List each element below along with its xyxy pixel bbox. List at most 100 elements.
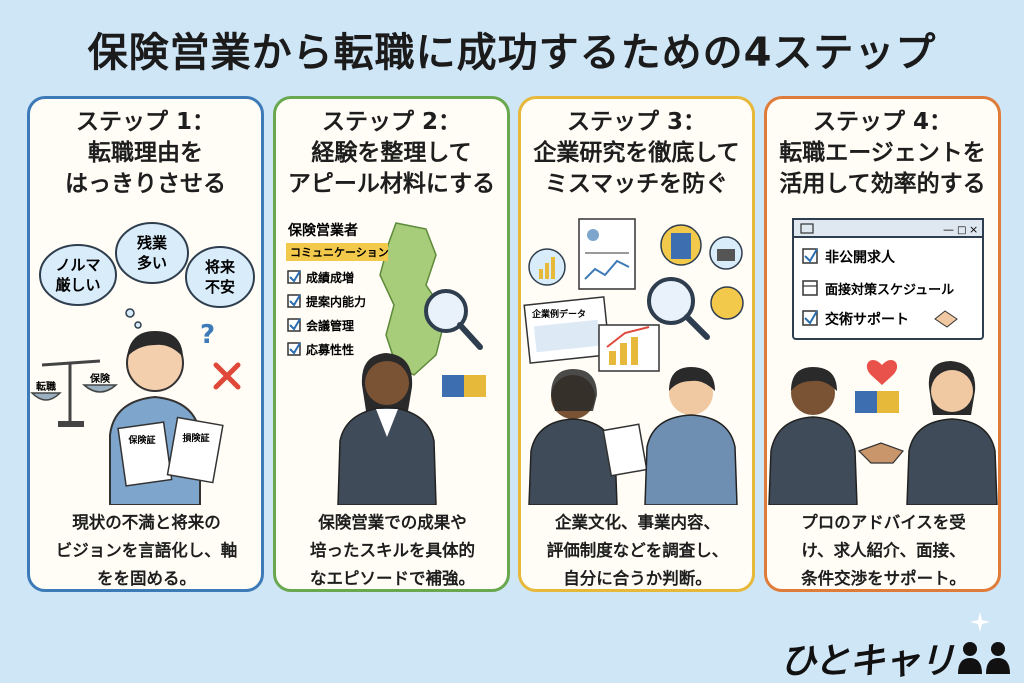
report-document-icon [578, 218, 636, 290]
step-1-desc-line1: 現状の不満と将来の [72, 513, 221, 532]
step-3-desc-line1: 企業文化、事業内容、 [555, 513, 720, 532]
paper-label-1: 保険証 [127, 434, 155, 446]
step-1-title-line1: 転職理由を [88, 140, 203, 166]
step-4-description: プロのアドバイスを受 け、求人紹介、面接、 条件交渉をサポート。 [775, 509, 992, 593]
check-list: 成績成増 提案内能力 会議管理 応募性性 [287, 270, 366, 357]
scale-label-change: 転職 [36, 380, 56, 393]
building-icon [660, 224, 702, 266]
puzzle-icon [442, 375, 486, 397]
calendar-icon [802, 280, 818, 296]
document-icon: 保険証 [117, 421, 173, 487]
question-mark-icon: ? [200, 320, 215, 350]
step-3-desc-line2: 評価制度などを調査し、 [546, 541, 729, 560]
step-4-desc-line3: 条件交渉をサポート。 [801, 569, 966, 588]
page-title: 保険営業から転職に成功するための4ステップ [87, 30, 937, 76]
step-1-heading: ステップ 1： 転職理由を はっきりさせる [30, 107, 261, 200]
step-card-4: ステップ 4： 転職エージェントを 活用して効率的する — □ × 非公開求人 … [764, 96, 1001, 592]
cloud-text-future-2: 不安 [205, 278, 235, 296]
company-data-document-icon: 企業例データ [523, 296, 611, 364]
businesswoman-icon [906, 361, 998, 505]
bar-chart-icon [528, 248, 566, 286]
step-2-description: 保険営業での成果や 培ったスキルを具体的 なエピソードで補強。 [284, 509, 501, 593]
step-1-title-line2: はっきりさせる [65, 171, 226, 197]
balance-scale-icon: 転職 保険 [30, 359, 118, 427]
step-4-label: ステップ 4： [812, 109, 952, 135]
cloud-text-quota-2: 厳しい [55, 276, 100, 294]
growth-chart-icon [598, 324, 660, 372]
checkbox-icon [802, 310, 818, 326]
window-item-interview-schedule: 面接対策スケジュール [825, 282, 954, 298]
businessman-icon [768, 367, 858, 505]
window-item-private-jobs: 非公開求人 [825, 249, 896, 266]
magnifier-icon [647, 277, 710, 340]
step-4-illustration: — □ × 非公開求人 面接対策スケジュール 交術サポート [768, 218, 998, 505]
handshake-icon [934, 310, 958, 328]
step-4-desc-line1: プロのアドバイスを受 [801, 513, 966, 532]
close-icon: × [969, 223, 978, 236]
check-item-2: 提案内能力 [306, 294, 366, 309]
step-1-description: 現状の不満と将来の ビジョンを言語化し、軸 をを固める。 [38, 509, 255, 593]
step-3-title-line2: ミスマッチを防ぐ [544, 171, 729, 197]
step-2-title-line1: 経験を整理して [311, 140, 472, 166]
minimize-icon: — [943, 223, 954, 236]
mail-icon [800, 223, 814, 234]
step-2-desc-line2: 培ったスキルを具体的 [310, 541, 475, 560]
tablet-icon [602, 423, 648, 477]
thought-cloud-future: 将来 不安 [185, 246, 255, 308]
step-3-description: 企業文化、事業内容、 評価制度などを調査し、 自分に合うか判断。 [529, 509, 746, 593]
step-3-desc-line3: 自分に合うか判断。 [563, 569, 712, 588]
step-4-desc-line2: け、求人紹介、面接、 [801, 541, 966, 560]
checkbox-icon [802, 248, 818, 264]
step-4-heading: ステップ 4： 転職エージェントを 活用して効率的する [767, 107, 998, 200]
check-item-3: 会議管理 [306, 318, 354, 333]
step-1-illustration: ノルマ 厳しい 残業 多い 将来 不安 転職 保険 [30, 222, 255, 505]
document-icon: 損険証 [166, 416, 224, 484]
step-2-desc-line1: 保険営業での成果や [318, 513, 467, 532]
step-1-desc-line3: をを固める。 [97, 569, 196, 588]
handshake-icon [857, 442, 905, 464]
heart-icon [866, 359, 898, 385]
thought-cloud-overtime: 残業 多い [115, 222, 189, 284]
brand-logo: ひとキャリ [780, 641, 955, 682]
step-1-label: ステップ 1： [75, 109, 215, 135]
people-icon [958, 642, 1010, 674]
sparkle-icon [970, 612, 990, 632]
step-3-label: ステップ 3： [566, 109, 706, 135]
step-card-3: ステップ 3： 企業研究を徹底して ミスマッチを防ぐ 企業例データ [518, 96, 755, 592]
magnifier-icon [424, 289, 483, 350]
step-card-1: ステップ 1： 転職理由を はっきりさせる ノルマ 厳しい 残業 多い 将来 不… [27, 96, 264, 592]
step-2-illustration: 保険営業者 コミュニケーション 成績成増 提案内能力 会議管理 応募性性 [286, 222, 486, 505]
cloud-text-quota-1: ノルマ [55, 256, 100, 274]
step-2-heading: ステップ 2： 経験を整理して アピール材料にする [276, 107, 507, 200]
cloud-text-future-1: 将来 [205, 258, 236, 276]
step-1-desc-line2: ビジョンを言語化し、軸 [55, 541, 238, 560]
check-item-4: 応募性性 [306, 342, 354, 357]
step-4-title-line1: 転職エージェントを [779, 140, 986, 166]
company-data-label: 企業例データ [531, 308, 586, 320]
step-3-illustration: 企業例データ [523, 218, 744, 505]
agent-window: — □ × 非公開求人 面接対策スケジュール 交術サポート [792, 218, 984, 340]
cross-icon [213, 362, 241, 390]
board-tag-background [286, 243, 388, 261]
step-3-title-line1: 企業研究を徹底して [533, 140, 740, 166]
step-2-title-line2: アピール材料にする [287, 171, 496, 197]
businesswoman-icon [337, 353, 437, 505]
cloud-text-overtime-1: 残業 [137, 234, 168, 252]
paper-label-2: 損険証 [182, 432, 209, 444]
step-2-label: ステップ 2： [321, 109, 461, 135]
japan-map-icon [379, 222, 447, 376]
step-4-title-line2: 活用して効率的する [779, 171, 986, 197]
businesswoman-icon [528, 369, 618, 505]
maximize-icon: □ [957, 225, 966, 236]
step-3-heading: ステップ 3： 企業研究を徹底して ミスマッチを防ぐ [521, 107, 752, 200]
step-2-desc-line3: なエピソードで補強。 [310, 569, 475, 588]
step-card-2: ステップ 2： 経験を整理して アピール材料にする 保険営業者 コミュニケーショ… [273, 96, 510, 592]
coins-icon [710, 286, 744, 320]
board-title: 保険営業者 [287, 222, 358, 239]
scale-label-insurance: 保険 [89, 372, 111, 385]
factory-icon [709, 236, 743, 270]
businessman-icon [644, 367, 738, 505]
puzzle-icon [855, 391, 899, 413]
check-item-1: 成績成増 [306, 270, 354, 285]
window-item-negotiation-support: 交術サポート [825, 311, 909, 328]
